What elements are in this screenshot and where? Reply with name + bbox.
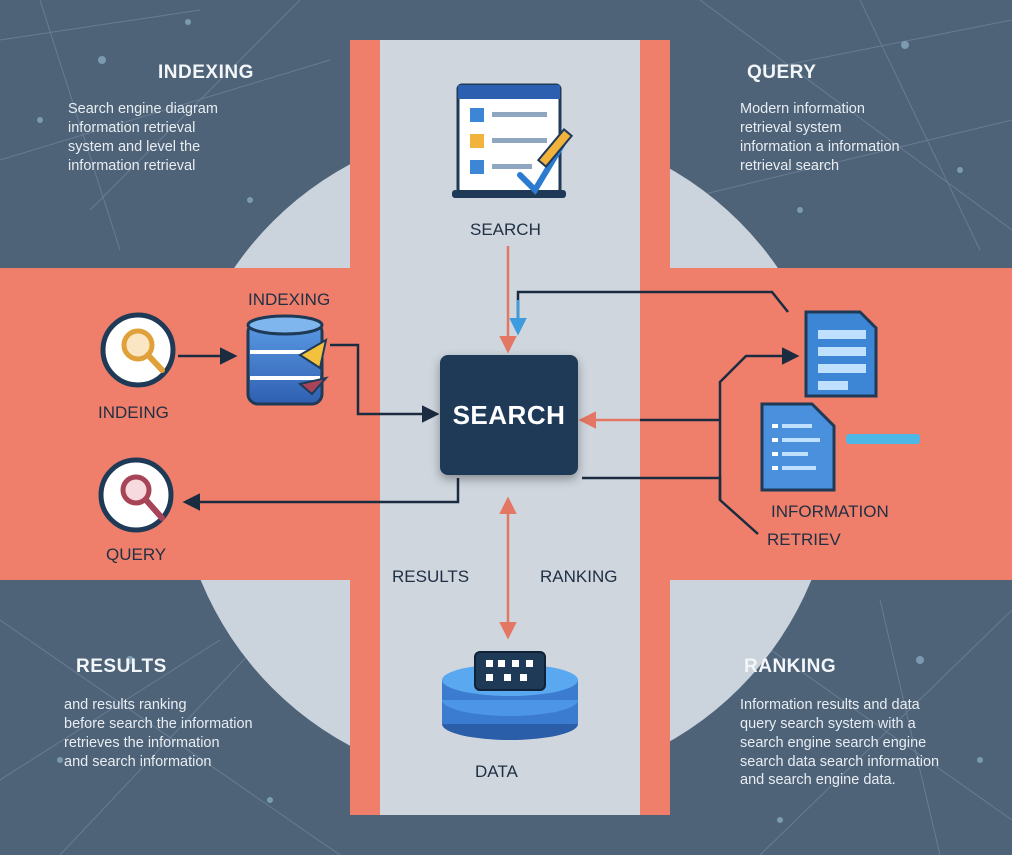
arrow-info-to-spreadsheet	[718, 347, 800, 500]
corner-body-bottom-left: and results ranking before search the in…	[64, 696, 324, 771]
indexing-magnifier-label: INDEING	[98, 403, 169, 422]
arrow-center-to-info	[582, 476, 759, 535]
corner-body-top-right: Modern information retrieval system info…	[740, 100, 990, 175]
spreadsheet-document-icon	[804, 310, 878, 398]
corner-line: retrieval search	[740, 157, 840, 174]
corner-line: retrieval system	[740, 119, 842, 136]
center-search-box: SEARCH	[440, 355, 578, 475]
corner-line: Information results and data	[740, 697, 920, 713]
corner-line: information retrieval	[68, 157, 196, 174]
ranking-label: RANKING	[540, 567, 618, 586]
corner-line: system and level the	[68, 138, 201, 155]
magnifier-icon-query	[98, 457, 174, 533]
corner-line: Search engine diagram	[68, 101, 218, 117]
checklist-document-icon	[452, 83, 574, 198]
corner-line: search engine search engine	[740, 734, 927, 751]
data-stack-icon	[442, 651, 578, 740]
background-nodes	[37, 19, 983, 823]
corner-body-bottom-right: Information results and data query searc…	[740, 696, 1002, 790]
results-label: RESULTS	[392, 567, 470, 586]
right-pillar	[640, 40, 670, 815]
corner-line: query search system with a	[740, 715, 916, 732]
corner-line: search data search information	[740, 753, 940, 770]
corner-title-bottom-right: RANKING	[744, 656, 837, 677]
left-pillar	[350, 40, 380, 815]
query-magnifier-label: QUERY	[106, 545, 167, 564]
arrow-indexing-db-to-center	[330, 343, 440, 423]
corner-line: information a information	[740, 138, 900, 155]
information-label: INFORMATION	[771, 502, 889, 521]
indexing-db-label: INDEXING	[248, 290, 331, 309]
code-document-icon	[760, 402, 920, 492]
search-top-label: SEARCH	[470, 220, 541, 239]
connector-arrows	[178, 246, 800, 640]
data-label: DATA	[475, 762, 518, 781]
corner-line: Modern information	[740, 101, 865, 117]
corner-title-top-right: QUERY	[747, 62, 817, 83]
magnifier-icon-indexing	[100, 312, 176, 388]
corner-line: and search information	[64, 753, 212, 770]
corner-line: before search the information	[64, 715, 253, 732]
corner-line: information retrieval	[68, 119, 196, 136]
corner-body-top-left: Search engine diagram information retrie…	[68, 100, 308, 175]
retrieval-label: RETRIEV	[767, 530, 841, 549]
center-search-label: SEARCH	[452, 399, 566, 430]
corner-title-bottom-left: RESULTS	[76, 656, 167, 677]
arrow-center-to-query	[182, 478, 460, 511]
indexing-database-icon	[246, 314, 329, 406]
corner-line: retrieves the information	[64, 734, 220, 751]
corner-line: and results ranking	[64, 697, 187, 713]
corner-line: and search engine data.	[740, 772, 896, 789]
corner-title-top-left: INDEXING	[158, 62, 254, 83]
